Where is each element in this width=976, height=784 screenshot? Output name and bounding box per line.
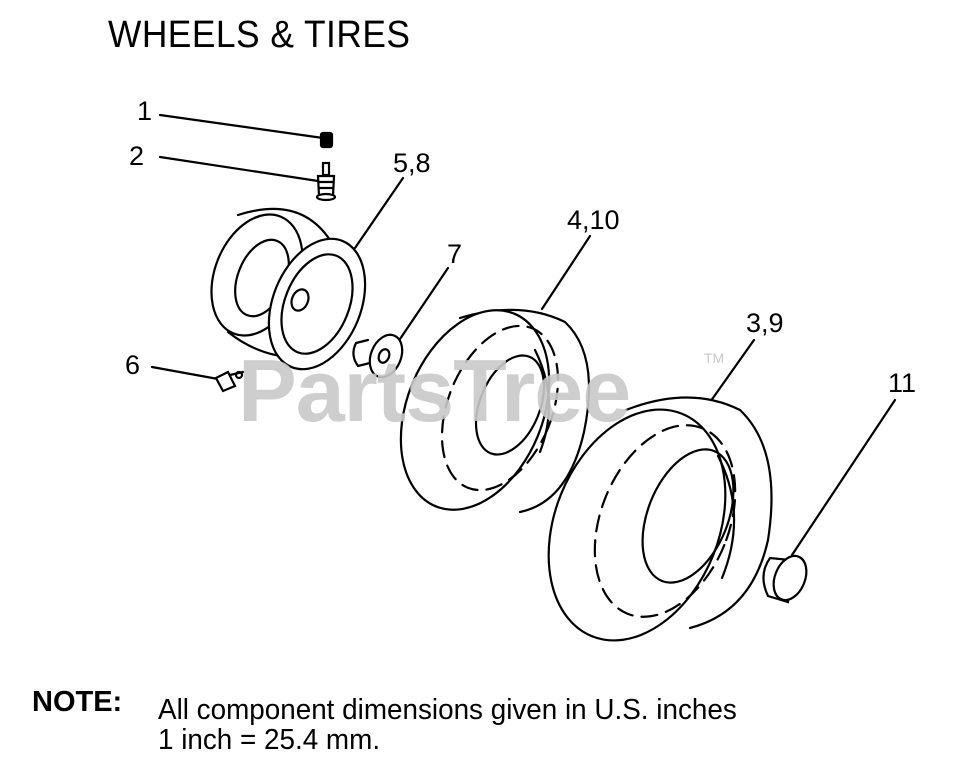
leader-line-5-8 <box>353 176 405 250</box>
callout-4-10: 4,10 <box>567 205 620 235</box>
note-text-line-2: 1 inch = 25.4 mm. <box>158 724 381 756</box>
bushing-part <box>352 333 404 379</box>
front-tire-part <box>399 308 591 514</box>
leader-line-7 <box>396 266 450 344</box>
valve-cap-part <box>319 131 334 149</box>
watermark: PartsTree <box>238 341 631 440</box>
callout-6: 6 <box>125 350 141 380</box>
note-label: NOTE: <box>32 686 123 718</box>
leader-line-6 <box>150 365 220 381</box>
callout-11: 11 <box>888 368 917 398</box>
rear-tire-part <box>547 396 773 642</box>
leader-line-11 <box>790 398 897 557</box>
watermark-trademark: TM <box>704 350 725 366</box>
callout-2: 2 <box>129 141 145 171</box>
callout-3-9: 3,9 <box>746 308 784 338</box>
callout-5-8: 5,8 <box>393 148 431 178</box>
callout-7: 7 <box>447 239 463 269</box>
callout-1: 1 <box>137 96 153 126</box>
leader-line-3-9 <box>706 338 756 407</box>
hub-cap-part <box>762 554 808 604</box>
leader-line-4-10 <box>540 234 592 311</box>
wheel-rim-part <box>210 207 367 371</box>
page-title: WHEELS & TIRES <box>108 14 411 56</box>
grease-fitting-part <box>214 370 245 393</box>
leader-line-1 <box>158 113 325 140</box>
note-text-line-1: All component dimensions given in U.S. i… <box>158 694 737 726</box>
valve-stem-part <box>315 161 337 202</box>
leader-line-2 <box>158 155 320 183</box>
